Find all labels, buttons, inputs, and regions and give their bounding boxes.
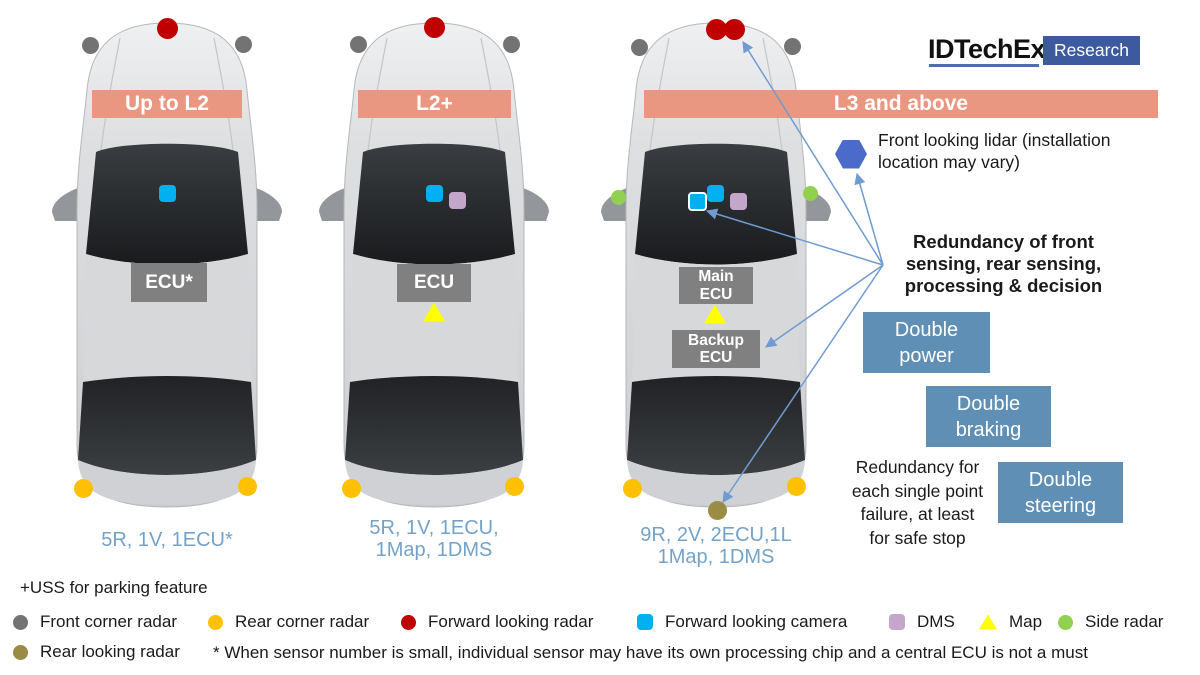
double-braking-label: Double (956, 392, 1021, 415)
note-line: each single point (851, 480, 984, 501)
legend-label: Map (1009, 612, 1043, 631)
banner-l2plus: L2+ (358, 90, 511, 118)
double-steering-label: Double (1028, 468, 1093, 491)
legend-label: Side radar (1085, 612, 1164, 631)
ecu-label: ECU (699, 349, 733, 366)
ecu-label: Main (698, 268, 734, 285)
double-steering-label: steering (1024, 494, 1097, 517)
legend-item-side-radar: Side radar (1058, 612, 1164, 631)
caption-line: 9R, 2V, 2ECU,1L (640, 524, 792, 546)
double-braking-label: braking (955, 418, 1022, 441)
legend-item-map: Map (979, 612, 1043, 631)
forward-looking-camera-marker (637, 614, 653, 630)
legend-label: Rear looking radar (40, 642, 180, 661)
legend-footnote: * When sensor number is small, individua… (213, 643, 1088, 662)
legend-label: Forward looking radar (428, 612, 594, 631)
research-badge: Research (1043, 36, 1140, 65)
legend-item-front-corner-radar: Front corner radar (13, 612, 177, 631)
caption-line: 1Map, 1DMS (375, 539, 493, 561)
note-line: Redundancy for (855, 457, 980, 477)
banner-l3-and-above: L3 and above (644, 90, 1158, 118)
lidar-note: Front looking lidar (installation locati… (878, 130, 1111, 172)
caption-up-to-l2: 5R, 1V, 1ECU* (57, 529, 277, 551)
dms-marker (889, 614, 905, 630)
legend-item-forward-looking-camera: Forward looking camera (637, 612, 848, 631)
redundancy-statement: Redundancy of front sensing, rear sensin… (856, 231, 1151, 297)
car-top-view-up-to-l2 (42, 20, 292, 512)
legend-label: DMS (917, 612, 955, 631)
redundancy-line: processing & decision (904, 275, 1103, 296)
legend-label: Rear corner radar (235, 612, 370, 631)
double-power-label: Double (894, 318, 959, 341)
rear-looking-radar-marker (13, 644, 28, 660)
front-corner-radar-marker (13, 614, 28, 630)
ecu-box-ecu: ECU (397, 264, 471, 302)
rear-corner-radar-marker (208, 614, 223, 630)
caption-line: 5R, 1V, 1ECU, (369, 517, 499, 539)
redundancy-line: Redundancy of front (913, 231, 1094, 252)
note-line: failure, at least (860, 504, 975, 524)
caption-l3: 9R, 2V, 2ECU,1L 1Map, 1DMS (606, 524, 826, 568)
ecu-label: ECU (413, 272, 455, 293)
note-line: for safe stop (869, 527, 966, 548)
caption-line: 1Map, 1DMS (657, 546, 775, 568)
double-power-label: power (899, 344, 954, 367)
caption-line: 5R, 1V, 1ECU* (101, 529, 233, 551)
legend-label: Forward looking camera (665, 612, 848, 631)
legend-item-rear-looking-radar: Rear looking radar (13, 642, 180, 661)
legend-label: Front corner radar (40, 612, 177, 631)
logo-underline (929, 64, 1039, 67)
legend-item-forward-looking-radar: Forward looking radar (401, 612, 594, 631)
idtechex-logo: IDTechEx (928, 34, 1046, 64)
legend-item-rear-corner-radar: Rear corner radar (208, 612, 370, 631)
map-marker (979, 614, 997, 630)
ecu-label: ECU* (145, 271, 193, 293)
side-radar-marker (1058, 614, 1073, 630)
redundancy-line: sensing, rear sensing, (905, 253, 1102, 274)
caption-l2plus: 5R, 1V, 1ECU, 1Map, 1DMS (324, 517, 544, 561)
legend-item-dms: DMS (889, 612, 955, 631)
ecu-label: ECU (699, 285, 733, 303)
uss-note: +USS for parking feature (20, 578, 208, 597)
double-power-box: Double power (863, 312, 990, 373)
double-braking-box: Double braking (926, 386, 1051, 447)
double-steering-box: Double steering (998, 462, 1123, 523)
ecu-label: Backup (688, 331, 744, 349)
redundancy-safe-stop-note: Redundancy for each single point failure… (830, 456, 1005, 550)
ecu-box-ecu: ECU* (131, 263, 207, 302)
forward-looking-radar-marker (401, 614, 416, 630)
banner-up-to-l2: Up to L2 (92, 90, 242, 118)
